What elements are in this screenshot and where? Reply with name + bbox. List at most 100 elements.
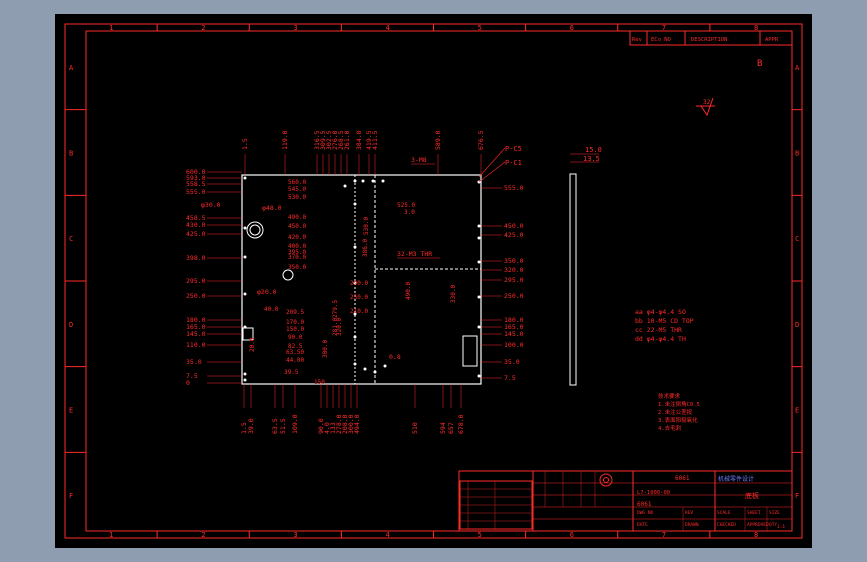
material-2: 6061 xyxy=(637,501,652,508)
right-label-1: P-C1 xyxy=(505,159,522,167)
grid-row-left-E: E xyxy=(69,407,73,415)
title-field-7: CHECKED xyxy=(717,522,736,528)
title-field-6: DRAWN xyxy=(685,522,699,528)
top-dim-10: 411.5 xyxy=(371,130,379,150)
projection-symbol xyxy=(599,473,613,487)
grid-col-top-1: 1 xyxy=(109,24,113,32)
right-label-0: P-C5 xyxy=(505,145,522,153)
grid-col-top-2: 2 xyxy=(201,24,205,32)
left-dim-5: 430.0 xyxy=(186,221,206,229)
hole xyxy=(353,245,357,249)
inner-dim-30: 20.0 xyxy=(249,337,256,352)
bottom-dim-14: 657 xyxy=(447,422,455,434)
plate-outline xyxy=(241,174,482,385)
bore-small xyxy=(282,269,294,281)
inner-dim-0: 560.0 xyxy=(288,179,306,186)
inner-dim-25: 525.0 xyxy=(397,202,415,209)
grid-col-top-7: 7 xyxy=(662,24,666,32)
bottom-dim-5: 90.0 xyxy=(317,418,325,434)
callout-4: 32-M3 THR xyxy=(397,250,432,258)
callout-2: φ20.0 xyxy=(257,288,277,296)
bottom-dim-11: 494.0 xyxy=(353,414,361,434)
hole-note-2: cc 22-M5 THR xyxy=(635,326,682,334)
right-dim-2: 425.0 xyxy=(504,231,524,239)
bottom-dim-3: 51.5 xyxy=(279,418,287,434)
bottom-dim-12: 510 xyxy=(411,422,419,434)
hole xyxy=(243,378,247,382)
left-dim-10: 180.0 xyxy=(186,316,206,324)
hole xyxy=(353,362,357,366)
tech-note-4: 4.去毛刺 xyxy=(658,424,682,432)
material: 6061 xyxy=(675,475,690,482)
bottom-dim-0: 1.5 xyxy=(240,422,248,434)
right-dim-4: 320.0 xyxy=(504,266,524,274)
inner-dim-18: 63.50 xyxy=(286,349,304,356)
grid-col-top-6: 6 xyxy=(570,24,574,32)
top-dim-12: 676.5 xyxy=(477,130,485,150)
left-dim-8: 295.0 xyxy=(186,277,206,285)
title-field-2: SCALE xyxy=(717,510,731,516)
title-field-5: DATE xyxy=(637,522,648,528)
grid-row-right-D: D xyxy=(795,321,799,329)
top-dim-9: 419.5 xyxy=(365,130,373,150)
tech-note-2: 2.未注公差按 xyxy=(658,408,693,416)
slot-right xyxy=(462,335,478,367)
bore-large xyxy=(246,221,264,239)
hole xyxy=(243,325,247,329)
top-dim-6: 268.5 xyxy=(337,130,345,150)
bottom-dim-15: 678.0 xyxy=(457,414,465,434)
right-dim-9: 145.0 xyxy=(504,330,524,338)
right-dim-7: 180.0 xyxy=(504,316,524,324)
inner-dim-3: 490.0 xyxy=(288,214,306,221)
grid-row-right-F: F xyxy=(795,492,799,500)
inner-dim-14: 170.0 xyxy=(286,319,304,326)
grid-row-left-C: C xyxy=(69,235,73,243)
right-dim-3: 350.0 xyxy=(504,257,524,265)
hole-note-1: bb 10-M5 CD TOP xyxy=(635,317,694,325)
right-dimensions: 555.0450.0425.0350.0320.0295.0250.0180.0… xyxy=(481,184,524,382)
side-dim-1: 13.5 xyxy=(583,155,600,163)
hole xyxy=(373,370,377,374)
inner-dim-12: 210.0 xyxy=(350,308,368,315)
callout-3: 3-M8 xyxy=(411,156,427,164)
inner-dim-5: 420.0 xyxy=(288,234,306,241)
grid-row-right-A: A xyxy=(795,64,800,72)
title-field-3: SHEET xyxy=(747,510,761,516)
grid-row-right-C: C xyxy=(795,235,799,243)
rev-header-1: ECo NO xyxy=(651,37,671,43)
right-dim-10: 100.0 xyxy=(504,341,524,349)
title-field-10: 1:1 xyxy=(777,524,785,530)
grid-col-bottom-3: 3 xyxy=(293,531,297,539)
left-dimensions: 600.0593.0558.5555.0458.5430.0425.0398.0… xyxy=(186,168,242,387)
inner-dim-29: 40.0 xyxy=(264,306,279,313)
left-dim-6: 425.0 xyxy=(186,230,206,238)
outer-border xyxy=(64,23,803,539)
bottom-dim-13: 594 xyxy=(439,422,447,434)
inner-dim-33: 530.0 xyxy=(363,217,370,235)
drawing-number: L7-1000-00 xyxy=(637,490,670,496)
top-dim-7: 261.0 xyxy=(343,130,351,150)
inner-dim-19: 44.00 xyxy=(286,357,304,364)
right-dim-11: 35.0 xyxy=(504,358,520,366)
hole xyxy=(477,325,481,329)
right-dim-6: 250.0 xyxy=(504,292,524,300)
left-dim-14: 35.0 xyxy=(186,358,202,366)
left-dim-16: 0 xyxy=(186,379,190,387)
grid-row-left-F: F xyxy=(69,492,73,500)
callout-0: φ48.0 xyxy=(262,204,282,212)
top-dim-0: 1.5 xyxy=(241,138,249,150)
left-dim-4: 458.5 xyxy=(186,214,206,222)
top-dim-4: 302.5 xyxy=(325,130,333,150)
bottom-dim-7: 133 xyxy=(329,422,337,434)
hole xyxy=(477,224,481,228)
bore-inner xyxy=(249,224,261,236)
hole xyxy=(353,312,357,316)
hole-notes: aa φ4-φ4.4 SO bb 10-M5 CD TOP cc 22-M5 T… xyxy=(635,308,694,343)
grid-col-top-5: 5 xyxy=(478,24,482,32)
grid-col-bottom-8: 8 xyxy=(754,531,758,539)
inner-dim-2: 530.0 xyxy=(288,194,306,201)
hole xyxy=(363,367,367,371)
